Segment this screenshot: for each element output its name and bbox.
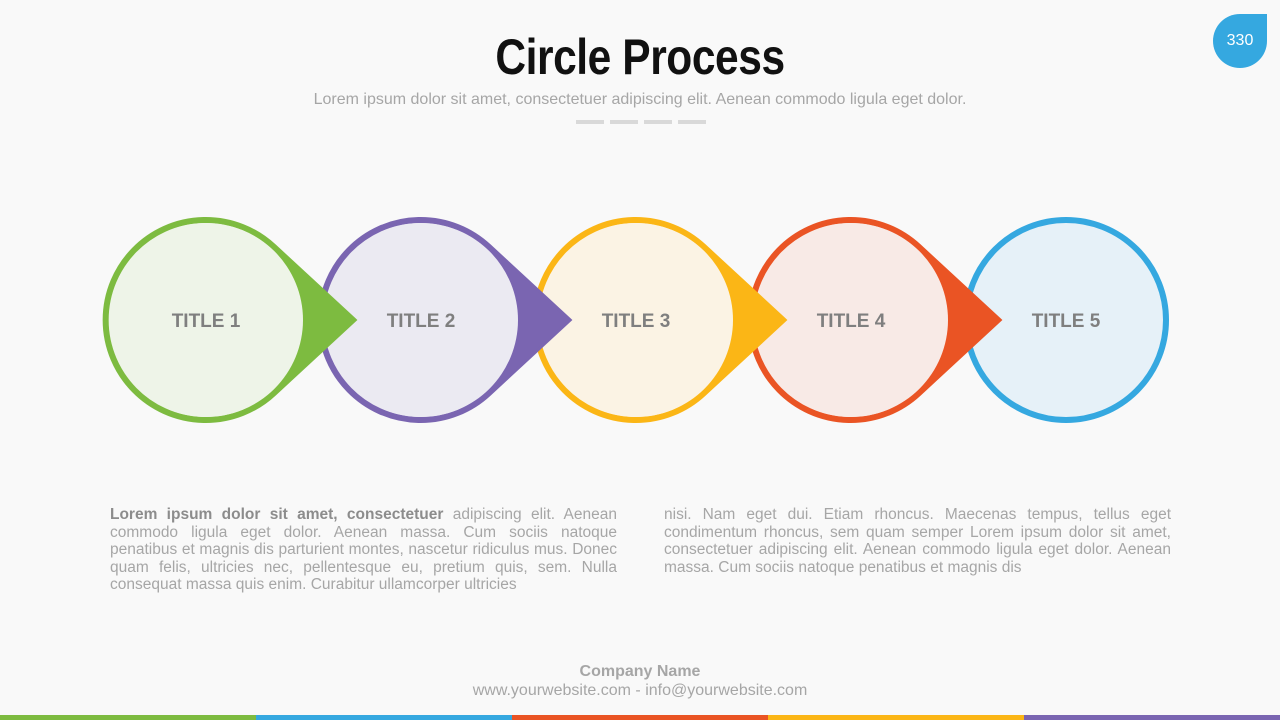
process-step-1: TITLE 1 (102, 217, 358, 423)
bar-segment (1024, 715, 1280, 720)
step-title: TITLE 4 (817, 311, 886, 332)
bar-segment (512, 715, 768, 720)
divider (576, 120, 706, 124)
body-text-left-rest: adipiscing elit. Aenean commodo ligula e… (110, 506, 617, 593)
process-step-5: TITLE 5 (962, 217, 1170, 423)
page-number-badge: 330 (1213, 14, 1267, 68)
step-title: TITLE 5 (1032, 311, 1101, 332)
bottom-color-bar (0, 715, 1280, 720)
process-step-3: TITLE 3 (532, 217, 788, 423)
page-title: Circle Process (495, 29, 785, 85)
body-text-right: nisi. Nam eget dui. Etiam rhoncus. Maece… (664, 506, 1171, 576)
circle-inner (754, 223, 948, 417)
step-title: TITLE 2 (387, 311, 456, 332)
step-title: TITLE 3 (602, 311, 671, 332)
process-step-4: TITLE 4 (747, 217, 1003, 423)
bar-segment (256, 715, 512, 720)
body-text-left: Lorem ipsum dolor sit amet, consectetuer… (110, 506, 617, 594)
bar-segment (0, 715, 256, 720)
circle-inner (109, 223, 303, 417)
footer-company: Company Name (579, 663, 701, 680)
footer-contact: www.yourwebsite.com - info@yourwebsite.c… (472, 682, 808, 699)
circle-shape (962, 217, 1170, 423)
circle-inner (324, 223, 518, 417)
body-text-left-bold: Lorem ipsum dolor sit amet, consectetuer (110, 506, 444, 523)
page-subtitle: Lorem ipsum dolor sit amet, consectetuer… (313, 91, 967, 108)
process-step-2: TITLE 2 (317, 217, 573, 423)
step-title: TITLE 1 (172, 311, 241, 332)
bar-segment (768, 715, 1024, 720)
circle-inner (539, 223, 733, 417)
